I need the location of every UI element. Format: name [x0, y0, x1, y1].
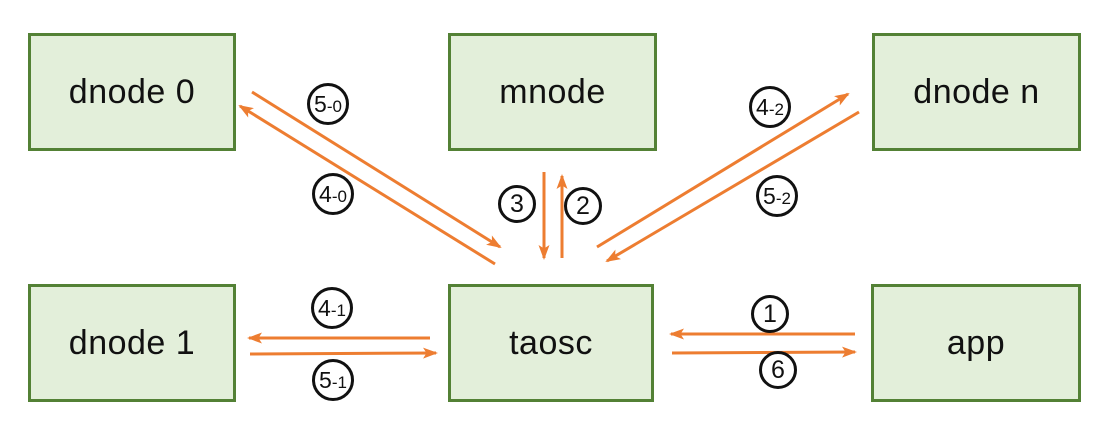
edge-label-6: 6 [759, 351, 797, 389]
node-dnode-1: dnode 1 [28, 284, 236, 402]
edge-label-5-2: 5-2 [756, 175, 798, 217]
edge-label-1: 1 [751, 295, 789, 333]
edge-label-4-1: 4-1 [311, 287, 353, 329]
node-mnode: mnode [448, 33, 657, 151]
edge-label-5-1: 5-1 [312, 359, 354, 401]
edge-label-2: 2 [564, 187, 602, 225]
node-mnode-label: mnode [499, 72, 606, 111]
node-dnode-n: dnode n [872, 33, 1081, 151]
arrow-5-1 [249, 347, 438, 359]
edge-label-4-0: 4-0 [312, 173, 354, 215]
node-taosc: taosc [448, 284, 654, 402]
node-dnode-0: dnode 0 [28, 33, 236, 151]
node-dnode-1-label: dnode 1 [68, 323, 196, 362]
node-dnode-0-label: dnode 0 [68, 72, 196, 111]
node-app-label: app [946, 323, 1006, 362]
node-taosc-label: taosc [509, 323, 593, 362]
arrow-6 [671, 346, 857, 358]
edge-label-4-2: 4-2 [749, 86, 791, 128]
node-app: app [871, 284, 1081, 402]
edge-label-5-0: 5-0 [307, 83, 349, 125]
edge-label-3: 3 [498, 185, 536, 223]
node-dnode-n-label: dnode n [913, 72, 1040, 111]
